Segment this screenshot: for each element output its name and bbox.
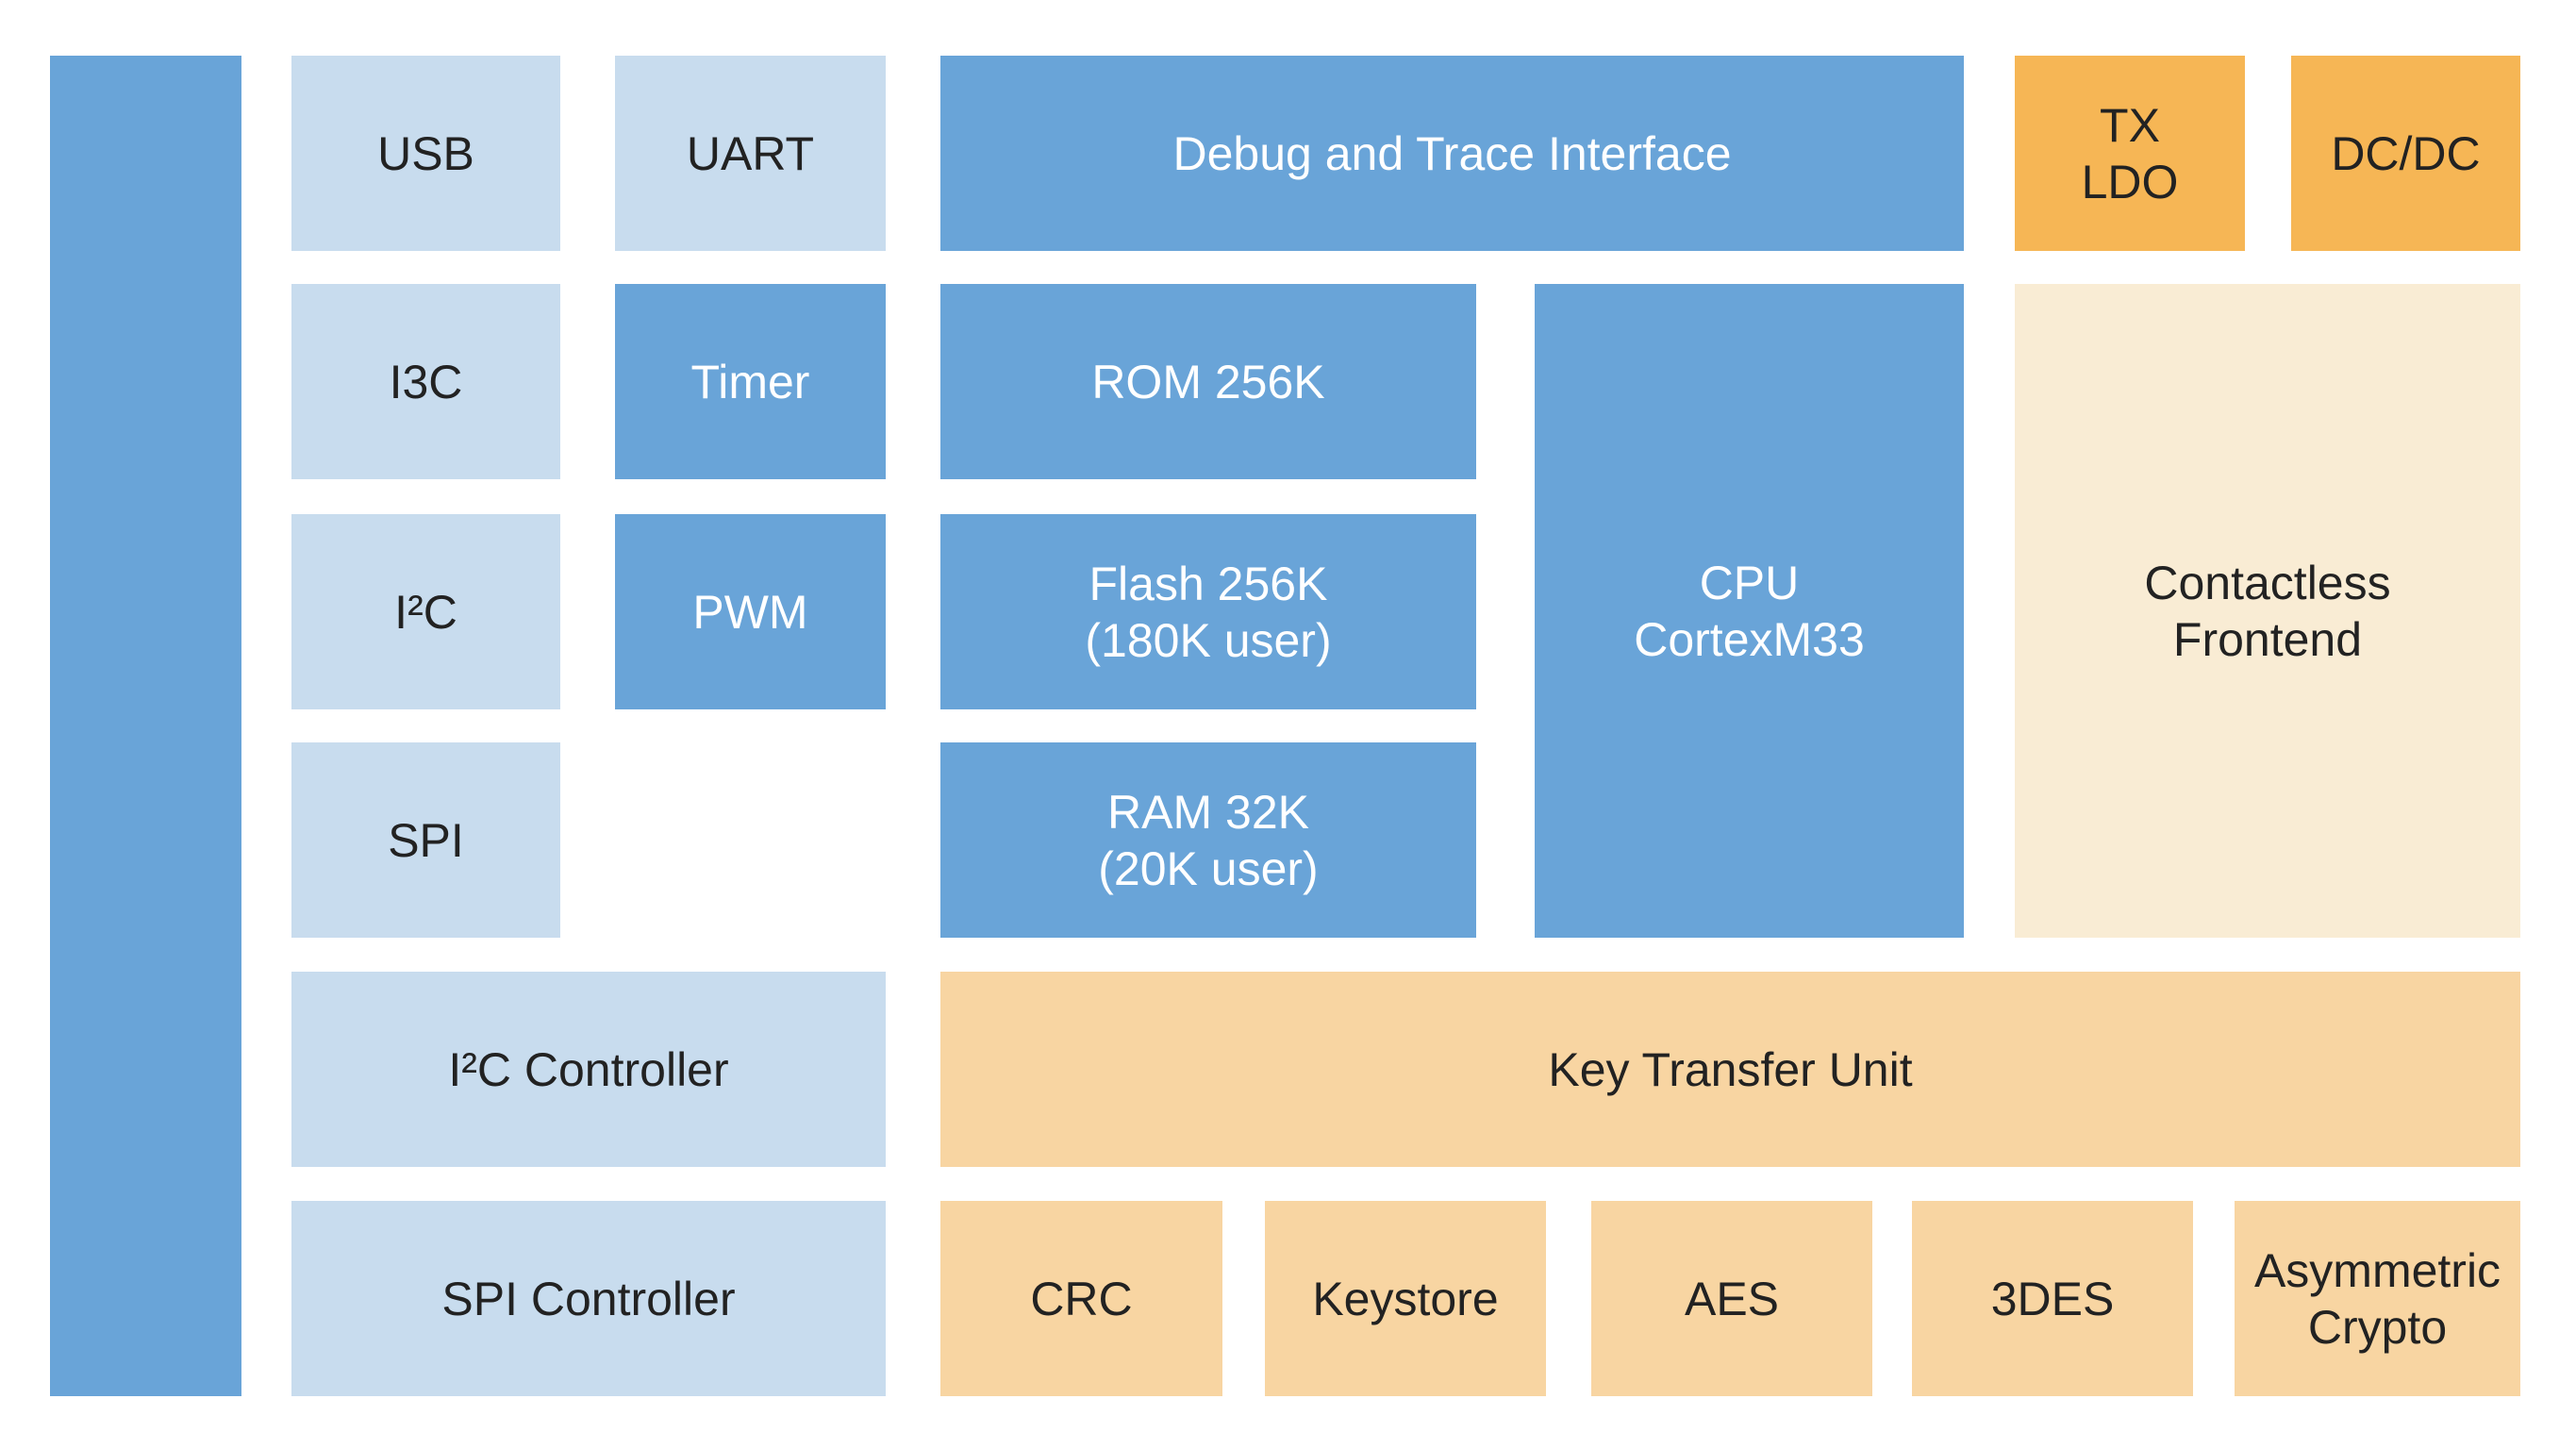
usb-block: USB bbox=[291, 56, 560, 251]
ram-block: RAM 32K (20K user) bbox=[940, 742, 1476, 938]
key-transfer-unit-block: Key Transfer Unit bbox=[940, 972, 2520, 1167]
flash-block: Flash 256K (180K user) bbox=[940, 514, 1476, 709]
bus-bar-block bbox=[50, 56, 241, 1396]
i2c-controller-block: I²C Controller bbox=[291, 972, 886, 1167]
i2c-block: I²C bbox=[291, 514, 560, 709]
timer-block: Timer bbox=[615, 284, 886, 479]
cpu-cortex-m33-block: CPU CortexM33 bbox=[1535, 284, 1964, 938]
keystore-block: Keystore bbox=[1265, 1201, 1546, 1396]
contactless-frontend-block: Contactless Frontend bbox=[2015, 284, 2520, 938]
aes-block: AES bbox=[1591, 1201, 1872, 1396]
pwm-block: PWM bbox=[615, 514, 886, 709]
spi-controller-block: SPI Controller bbox=[291, 1201, 886, 1396]
dcdc-block: DC/DC bbox=[2291, 56, 2520, 251]
spi-block: SPI bbox=[291, 742, 560, 938]
debug-and-trace-interface-block: Debug and Trace Interface bbox=[940, 56, 1964, 251]
crc-block: CRC bbox=[940, 1201, 1222, 1396]
tx-ldo-block: TX LDO bbox=[2015, 56, 2245, 251]
uart-block: UART bbox=[615, 56, 886, 251]
3des-block: 3DES bbox=[1912, 1201, 2193, 1396]
asymmetric-crypto-block: Asymmetric Crypto bbox=[2235, 1201, 2520, 1396]
i3c-block: I3C bbox=[291, 284, 560, 479]
rom-block: ROM 256K bbox=[940, 284, 1476, 479]
